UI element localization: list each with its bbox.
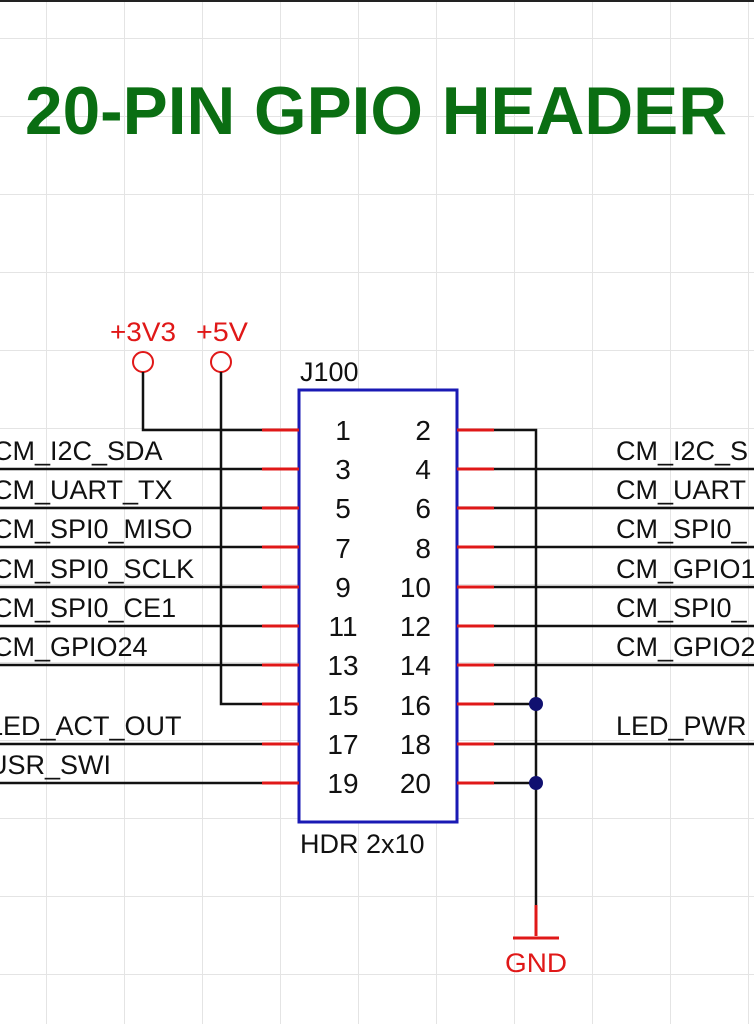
pin-number: 5	[335, 493, 351, 524]
pin-number: 4	[415, 454, 431, 485]
net-label: CM_SPI0_CE1	[0, 593, 176, 623]
pin-number: 19	[327, 768, 358, 799]
wire-gnd-bus	[494, 428, 538, 935]
net-label: CM_SPI0_MISO	[0, 514, 193, 544]
net-label: USR_SWI	[0, 750, 111, 780]
net-label: CM_GPIO1	[616, 554, 754, 584]
pin-number: 3	[335, 454, 351, 485]
pin-numbers-right: 2 4 6 8 10 12 14 16 18 20	[400, 415, 431, 799]
pin-stubs-left	[262, 428, 299, 785]
net-label: CM_UART_TX	[0, 475, 173, 505]
wire-3v3	[141, 372, 265, 432]
net-label: CM_I2C_S	[616, 436, 748, 466]
net-label: CM_SPI0_	[616, 514, 748, 544]
junction-dot	[529, 776, 543, 790]
pin-number: 1	[335, 415, 351, 446]
power-symbol-3v3	[132, 351, 154, 373]
net-label: CM_GPIO24	[0, 632, 148, 662]
net-label: LED_PWR	[616, 711, 747, 741]
pin-number: 12	[400, 611, 431, 642]
net-label: CM_I2C_SDA	[0, 436, 163, 466]
net-label: CM_GPIO2	[616, 632, 754, 662]
component-ref: J100	[300, 357, 359, 387]
net-label: CM_SPI0_	[616, 593, 748, 623]
pin-number: 11	[328, 611, 357, 642]
power-label-5v: +5V	[196, 317, 248, 347]
net-label: CM_SPI0_SCLK	[0, 554, 194, 584]
wire-5v	[219, 372, 265, 706]
pin-number: 20	[400, 768, 431, 799]
pin-number: 18	[400, 729, 431, 760]
top-border	[0, 0, 754, 2]
pin-number: 14	[400, 650, 431, 681]
pin-number: 2	[415, 415, 431, 446]
pin-number: 13	[327, 650, 358, 681]
pin-stubs-right	[457, 428, 494, 785]
diagram-title: 20-PIN GPIO HEADER	[25, 73, 727, 149]
component-value: HDR 2x10	[300, 829, 425, 859]
power-label-3v3: +3V3	[110, 317, 176, 347]
header-body	[297, 388, 459, 824]
pin-number: 9	[335, 572, 351, 603]
pin-number: 7	[335, 533, 351, 564]
net-labels-right: CM_I2C_S CM_UART CM_SPI0_ CM_GPIO1 CM_SP…	[616, 436, 754, 741]
pin-numbers-left: 1 3 5 7 9 11 13 15 17 19	[327, 415, 358, 799]
pin-number: 6	[415, 493, 431, 524]
pin-number: 15	[327, 690, 358, 721]
power-label-gnd: GND	[505, 948, 567, 978]
net-label: LED_ACT_OUT	[0, 711, 182, 741]
junction-dot	[529, 697, 543, 711]
pin-number: 8	[415, 533, 431, 564]
power-symbol-5v	[210, 351, 232, 373]
pin-number: 17	[327, 729, 358, 760]
pin-number: 10	[400, 572, 431, 603]
pin-number: 16	[400, 690, 431, 721]
net-labels-left: CM_I2C_SDA CM_UART_TX CM_SPI0_MISO CM_SP…	[0, 436, 194, 780]
net-label: CM_UART	[616, 475, 746, 505]
